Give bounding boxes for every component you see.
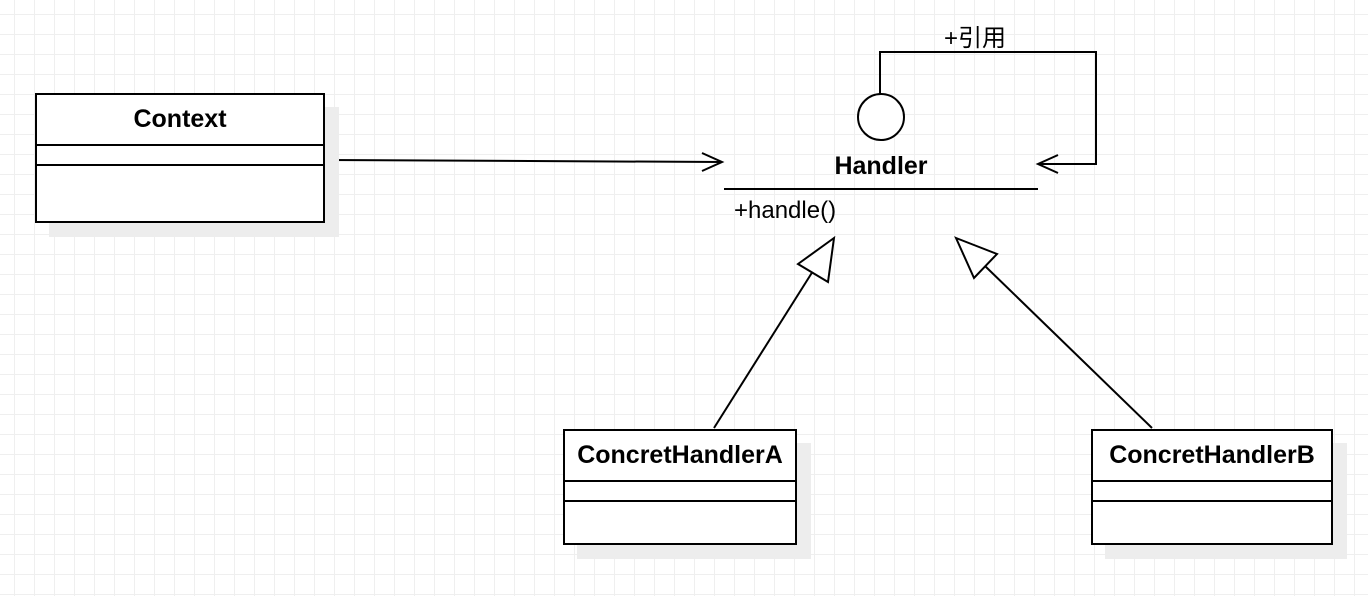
open-arrowhead-icon bbox=[701, 152, 725, 172]
generalization-a-to-handler[interactable] bbox=[713, 235, 836, 429]
association-context-to-handler[interactable] bbox=[325, 152, 725, 172]
self-reference-association[interactable] bbox=[879, 51, 1097, 174]
class-name: ConcretHandlerB bbox=[1093, 431, 1331, 482]
context-class-box[interactable]: Context bbox=[35, 93, 325, 223]
class-name: Context bbox=[37, 95, 323, 146]
class-attributes-compartment bbox=[37, 146, 323, 166]
self-reference-label: +引用 bbox=[944, 25, 1007, 52]
interface-lollipop-icon bbox=[857, 93, 905, 141]
class-name: ConcretHandlerA bbox=[565, 431, 795, 482]
concrete-handler-b-box[interactable]: ConcretHandlerB bbox=[1091, 429, 1333, 545]
inheritance-triangle-icon bbox=[954, 236, 999, 280]
concrete-handler-a-box[interactable]: ConcretHandlerA bbox=[563, 429, 797, 545]
class-attributes-compartment bbox=[565, 482, 795, 502]
handler-class-name[interactable]: Handler bbox=[834, 152, 928, 180]
inheritance-triangle-icon bbox=[796, 235, 836, 284]
handler-operation: +handle() bbox=[734, 197, 837, 224]
open-arrowhead-icon bbox=[1035, 154, 1059, 174]
generalization-b-to-handler[interactable] bbox=[954, 236, 1153, 429]
class-attributes-compartment bbox=[1093, 482, 1331, 502]
